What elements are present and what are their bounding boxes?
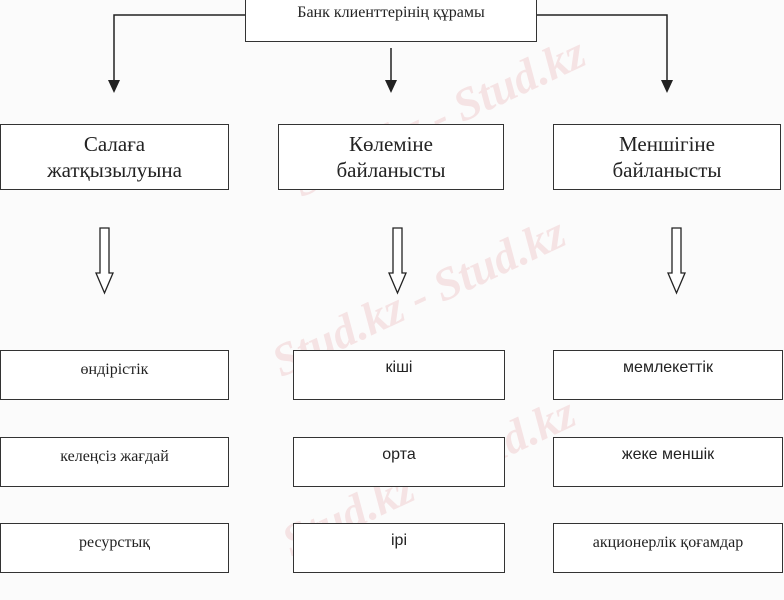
item-label: жеке меншік bbox=[621, 446, 715, 463]
item-box: акционерлік қоғамдар bbox=[553, 523, 783, 573]
hollow-arrow-icon bbox=[388, 227, 407, 295]
item-label: акционерлік қоғамдар bbox=[592, 534, 744, 551]
category-label: Салаға bbox=[83, 132, 146, 156]
arrow-down-icon bbox=[661, 80, 673, 93]
item-label: ресурстық bbox=[78, 534, 150, 551]
category-label: байланысты bbox=[336, 158, 446, 182]
item-label: мемлекеттік bbox=[623, 359, 713, 376]
category-label: Меншігіне bbox=[619, 132, 715, 156]
item-label: кіші bbox=[385, 359, 413, 376]
root-label: Банк клиенттерінің құрамы bbox=[297, 4, 485, 21]
category-label: байланысты bbox=[612, 158, 722, 182]
arrow-down-icon bbox=[108, 80, 120, 93]
arrow-down-icon bbox=[385, 80, 397, 93]
item-label: келеңсіз жағдай bbox=[60, 448, 169, 465]
item-box: мемлекеттік bbox=[553, 350, 783, 400]
connector-right bbox=[537, 14, 668, 82]
item-box: ірі bbox=[293, 523, 505, 573]
item-box: орта bbox=[293, 437, 505, 487]
root-box: Банк клиенттерінің құрамы bbox=[245, 0, 537, 42]
hollow-arrow-icon bbox=[95, 227, 114, 295]
item-label: өндірістік bbox=[80, 361, 149, 378]
connector-left bbox=[113, 14, 245, 82]
item-box: келеңсіз жағдай bbox=[0, 437, 229, 487]
category-label: жатқызылуына bbox=[47, 158, 182, 182]
item-label: ірі bbox=[390, 532, 407, 549]
item-box: ресурстық bbox=[0, 523, 229, 573]
item-label: орта bbox=[382, 446, 416, 463]
item-box: жеке меншік bbox=[553, 437, 783, 487]
item-box: кіші bbox=[293, 350, 505, 400]
item-box: өндірістік bbox=[0, 350, 229, 400]
category-label: Көлеміне bbox=[349, 132, 433, 156]
hollow-arrow-icon bbox=[667, 227, 686, 295]
